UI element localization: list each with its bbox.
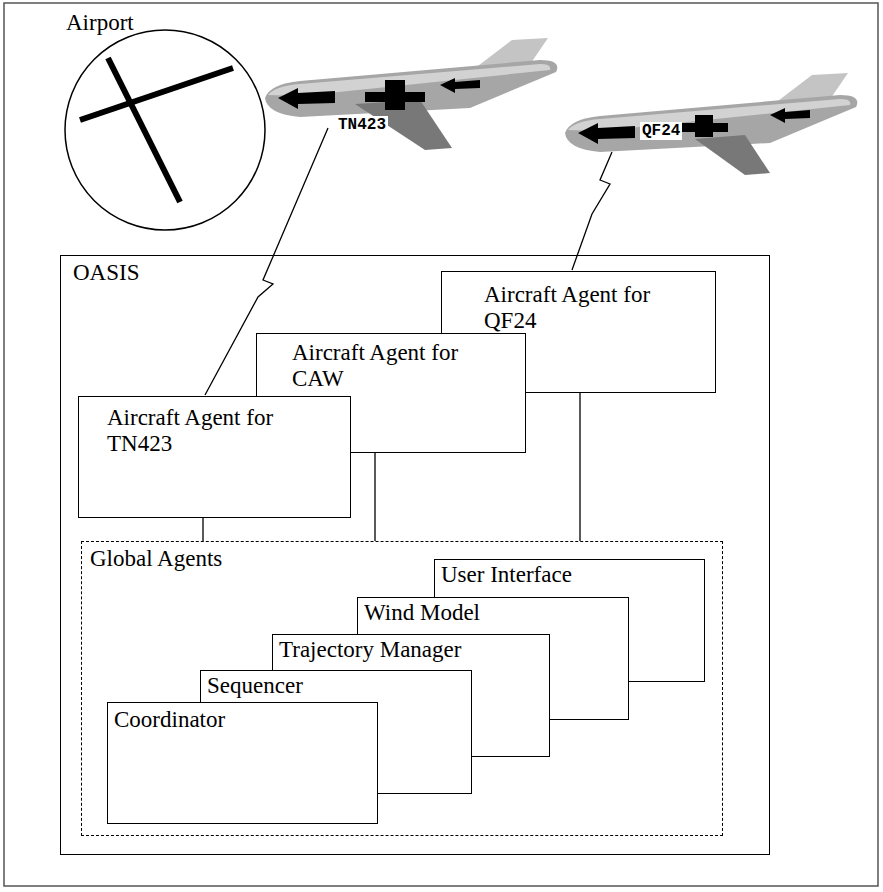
- radio-link: [572, 152, 612, 270]
- label-holder: Airport: [64, 10, 136, 36]
- flight-label: TN423: [336, 116, 388, 134]
- node-title: Coordinator: [114, 707, 225, 733]
- link-line: [579, 393, 580, 541]
- system-boundary: Aircraft Agent for QF24Aircraft Agent fo…: [60, 255, 770, 855]
- node-title: Aircraft Agent for QF24: [484, 282, 673, 334]
- link-line: [374, 453, 375, 541]
- node-title: Aircraft Agent for TN423: [107, 405, 322, 457]
- agent-box: Aircraft Agent for TN423: [78, 396, 351, 518]
- node-title: User Interface: [441, 562, 572, 588]
- node-title: OASIS: [73, 260, 139, 286]
- label-holder: QF24: [640, 122, 682, 140]
- agent-box: Coordinator: [107, 702, 378, 824]
- group-box: User InterfaceWind ModelTrajectory Manag…: [81, 541, 723, 836]
- place-label: Airport: [64, 10, 136, 36]
- outer-frame: [4, 3, 878, 886]
- node-title: Global Agents: [90, 546, 222, 572]
- link-line: [202, 518, 203, 541]
- flight-label: QF24: [640, 122, 682, 140]
- node-title: Sequencer: [207, 673, 303, 699]
- node-title: Wind Model: [364, 600, 480, 626]
- airport-symbol: [65, 30, 265, 230]
- node-title: Trajectory Manager: [279, 637, 461, 663]
- aircraft-picture: [265, 38, 557, 150]
- label-holder: TN423: [336, 116, 388, 134]
- node-title: Aircraft Agent for CAW: [292, 340, 490, 392]
